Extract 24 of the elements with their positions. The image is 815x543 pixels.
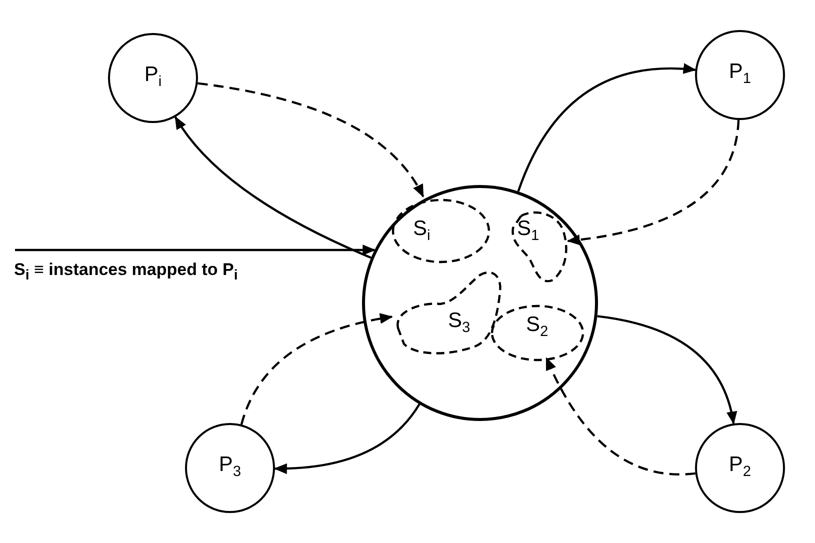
node-label: S$_{i}$ — [413, 218, 430, 244]
node-label: P$_{2}$ — [728, 454, 752, 480]
arrow — [517, 64, 696, 192]
set-circle — [362, 185, 598, 421]
node-label: S$_{1}$ — [517, 218, 540, 244]
subset-blob — [391, 198, 491, 264]
subset-blob — [490, 304, 585, 362]
dashed-arrow — [545, 357, 696, 476]
arrow — [15, 244, 376, 256]
annotation-text: S$_{i}$ ≡ instances mapped to P$_{i}$ — [14, 260, 238, 284]
node-label: P$_{i}$ — [144, 64, 162, 90]
node-label: P$_{3}$ — [218, 454, 242, 480]
node-label: P$_{1}$ — [728, 60, 752, 87]
arrow — [274, 404, 420, 474]
node-label: S$_{2}$ — [526, 314, 548, 340]
dashed-arrow — [240, 313, 393, 425]
dashed-arrow — [566, 120, 740, 245]
process-circle — [695, 423, 785, 513]
process-circle — [695, 30, 785, 120]
arrow — [174, 116, 372, 259]
node-label: S$_{3}$ — [448, 310, 470, 336]
process-circle — [185, 423, 275, 513]
dashed-arrow — [198, 82, 424, 198]
process-circle — [108, 33, 198, 123]
